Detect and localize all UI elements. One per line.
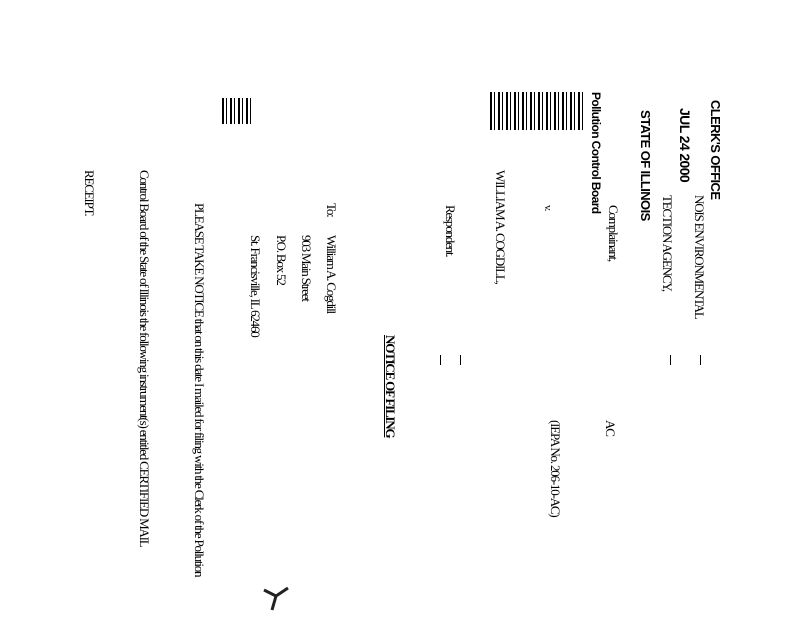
case-suffix: AC (603, 420, 618, 436)
scan-artifact-mark (263, 586, 289, 611)
address-city: St. Francisville, IL 62460 (248, 235, 263, 337)
stamp-state: STATE OF ILLINOIS (638, 110, 653, 221)
address-po-box: P.O. Box 52 (274, 235, 289, 285)
case-number: (IEPA No. 206-10-AC) (548, 420, 563, 517)
complainant-role: Complainant, (606, 205, 621, 262)
address-name: William A. Cogdill (324, 235, 339, 313)
document-title: NOTICE OF FILING (383, 335, 398, 438)
body-line-3: RECEIPT. (82, 170, 97, 216)
complainant-name-line2: TECTION AGENCY, (660, 195, 675, 291)
redaction-mark (222, 98, 254, 124)
stamp-clerks-office: CLERK'S OFFICE (708, 100, 723, 200)
versus: v. (542, 205, 554, 211)
caption-brace (700, 355, 703, 365)
caption-brace (670, 355, 673, 365)
redaction-mark (490, 92, 585, 130)
complainant-name-line1: NOIS ENVIRONMENTAL (692, 195, 707, 319)
caption-brace (440, 355, 443, 365)
stamp-date: JUL 24 2000 (677, 108, 693, 183)
stamp-board: Pollution Control Board (589, 92, 603, 214)
address-to-label: To: (324, 203, 339, 217)
address-street: 903 Main Street (299, 235, 314, 301)
respondent-name: WILLIAM A. COGDILL, (493, 170, 508, 284)
body-line-2: Control Board of the State of Illinois t… (137, 170, 152, 547)
body-line-1: PLEASE TAKE NOTICE that on this date I m… (192, 203, 207, 577)
respondent-role: Respondent. (443, 205, 458, 257)
caption-brace (460, 355, 463, 365)
